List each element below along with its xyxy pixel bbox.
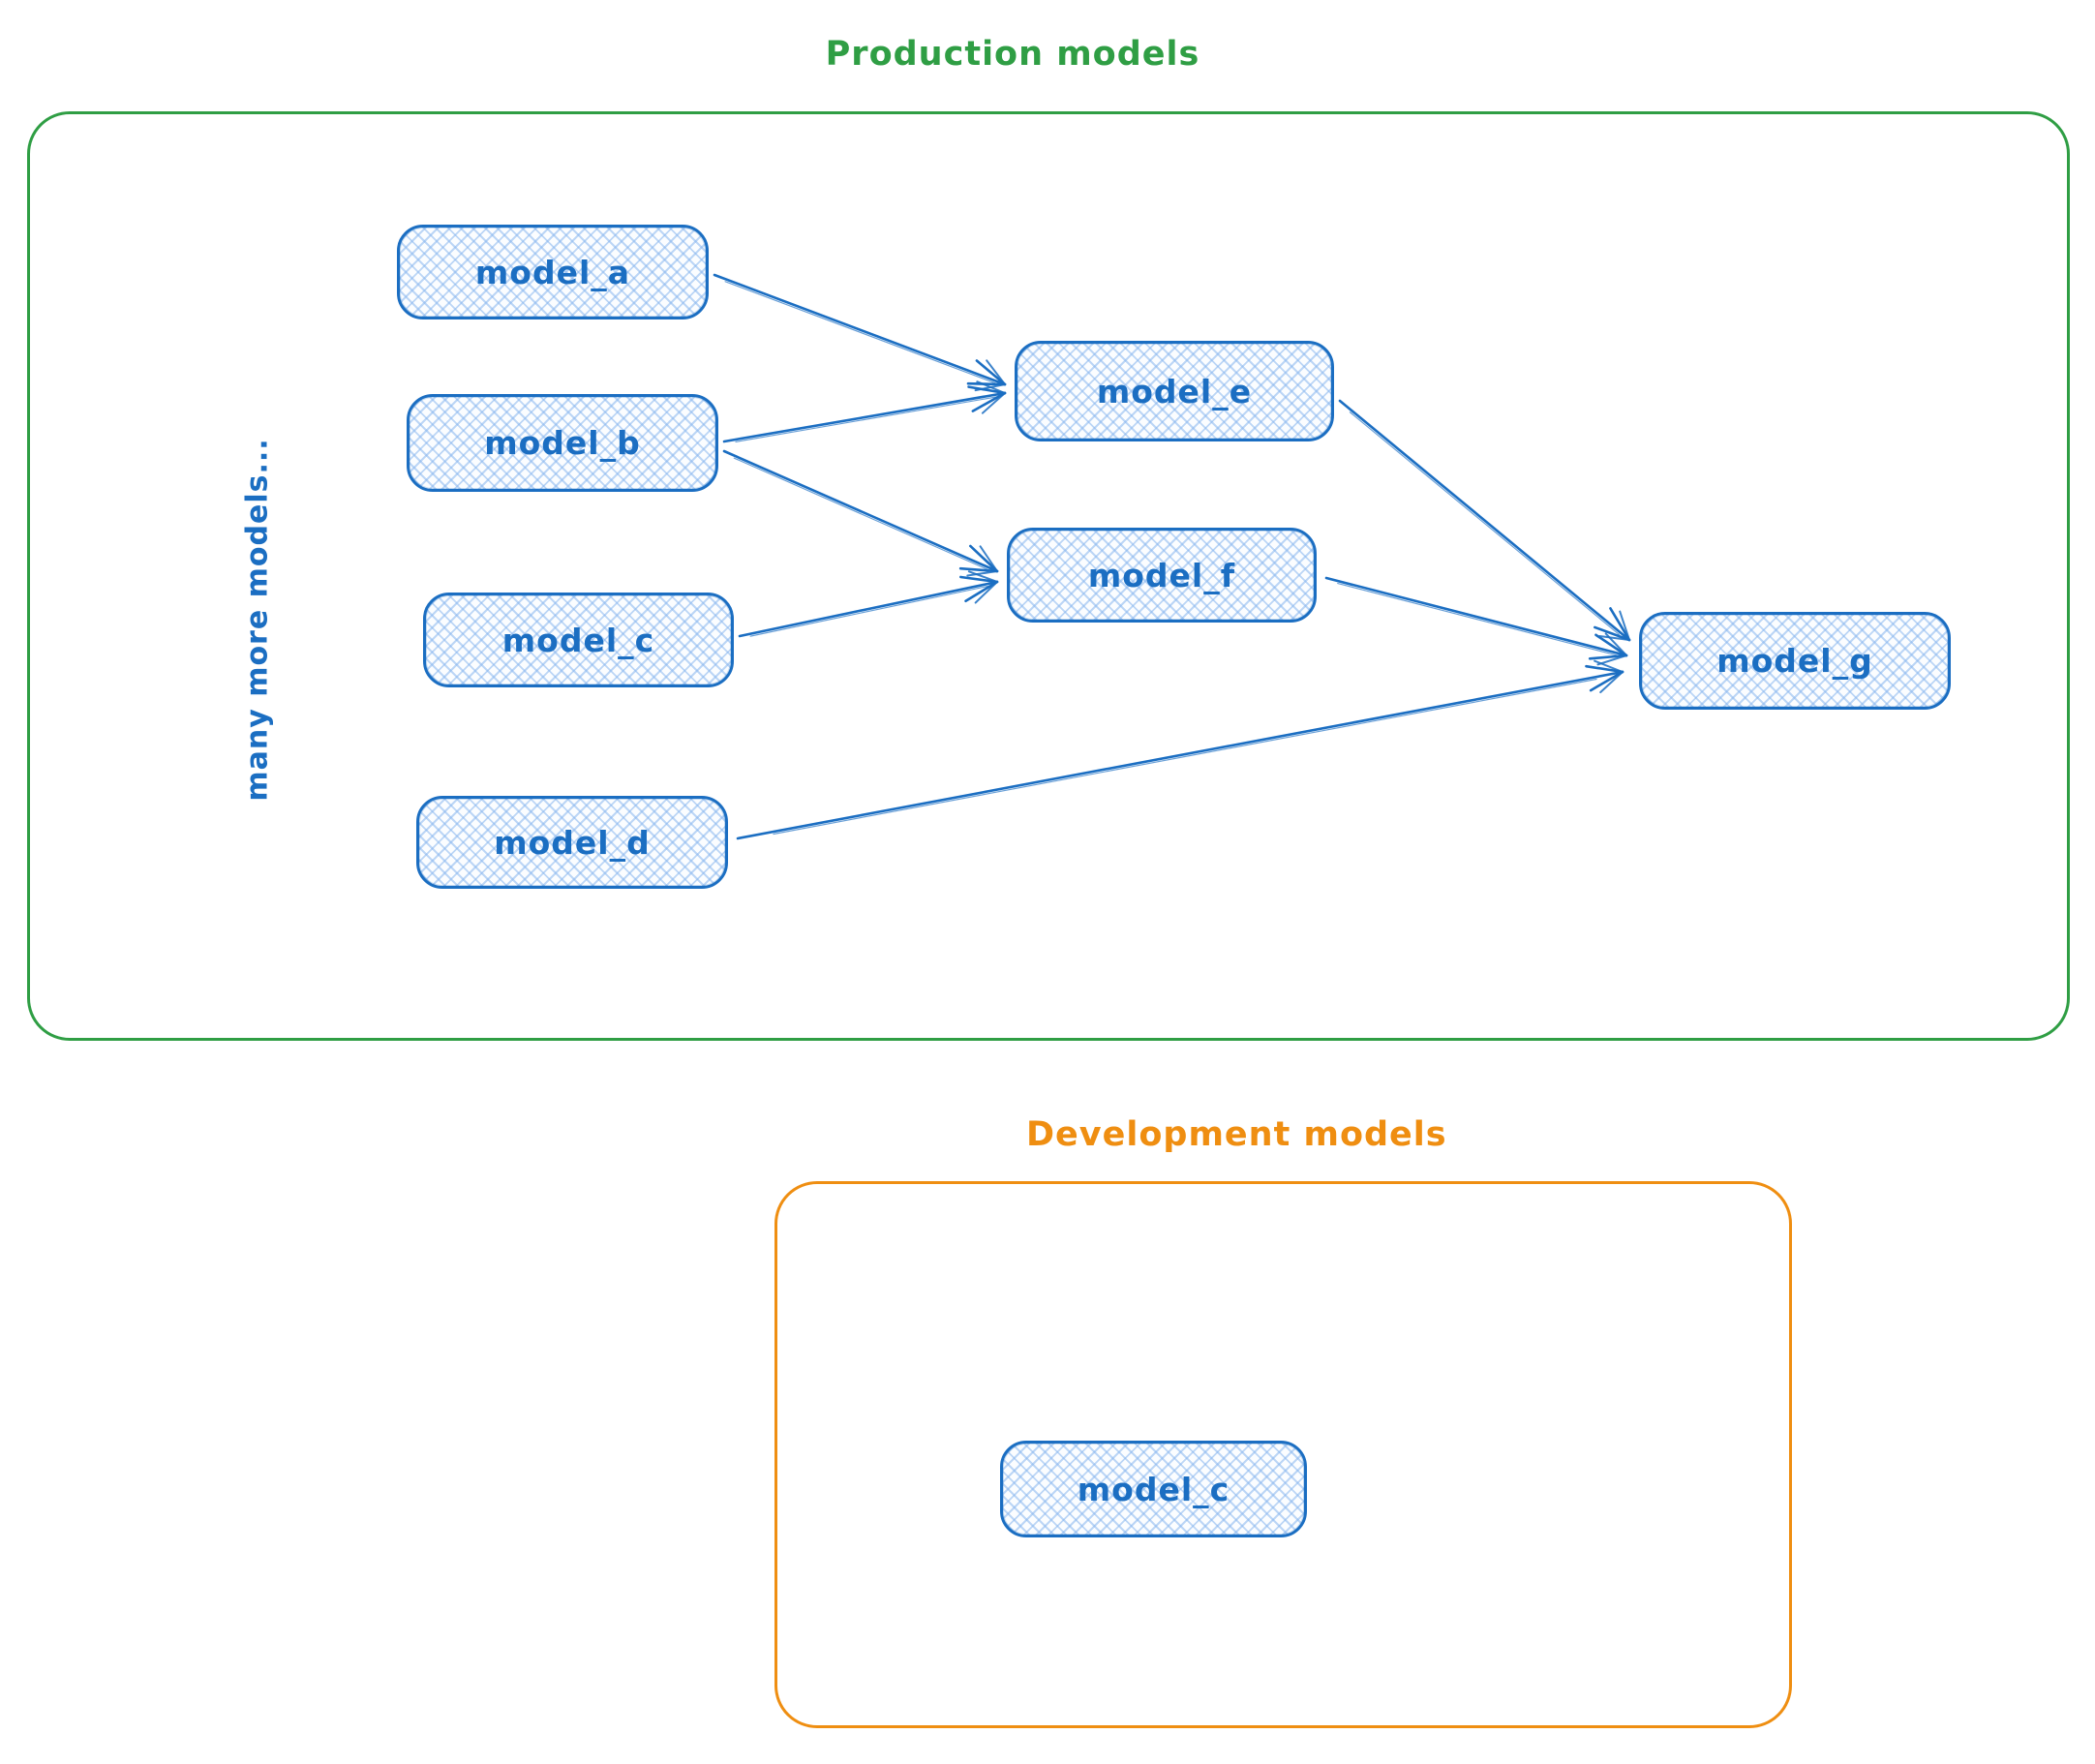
node-model-g-label: model_g: [1716, 642, 1873, 680]
node-dev-model-c-label: model_c: [1077, 1470, 1230, 1508]
node-model-b-label: model_b: [484, 424, 641, 462]
node-model-g: model_g: [1639, 612, 1951, 710]
node-model-b: model_b: [407, 394, 718, 492]
development-group-title: Development models: [1026, 1115, 1447, 1154]
node-model-a-label: model_a: [474, 253, 631, 291]
many-more-models-note: many more models...: [240, 438, 275, 802]
production-group-container: [27, 111, 2070, 1041]
production-group-title: Production models: [825, 35, 1200, 74]
node-model-e-label: model_e: [1096, 372, 1253, 411]
node-model-c: model_c: [423, 593, 734, 687]
node-model-d: model_d: [416, 796, 728, 889]
development-group-container: [774, 1181, 1792, 1728]
node-model-f: model_f: [1007, 528, 1317, 623]
node-model-a: model_a: [397, 225, 709, 319]
node-model-f-label: model_f: [1087, 556, 1236, 594]
node-model-d-label: model_d: [494, 823, 651, 862]
node-dev-model-c: model_c: [1000, 1441, 1307, 1537]
node-model-c-label: model_c: [501, 621, 655, 659]
node-model-e: model_e: [1015, 341, 1334, 441]
